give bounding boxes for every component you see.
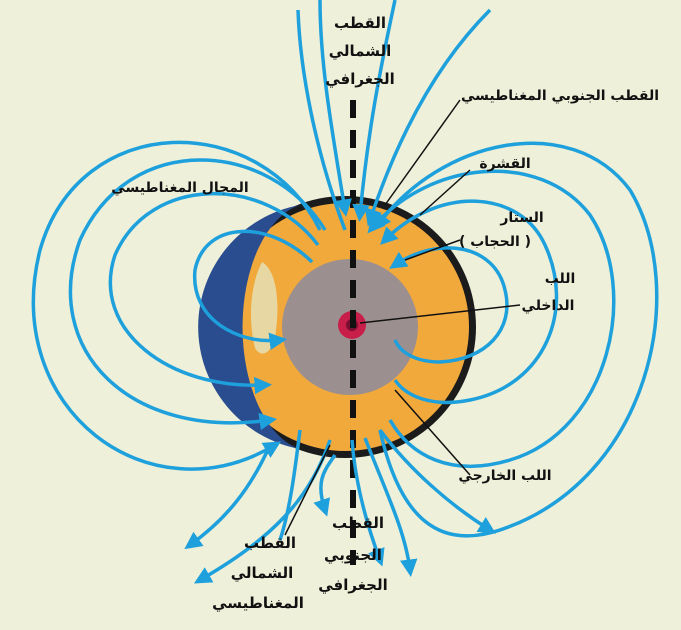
label-mantle-2: ( الحجاب ) (459, 234, 531, 250)
label-geo-south-1: القطب (332, 514, 384, 532)
field-line (200, 440, 330, 580)
label-geo-south-2: الجنوبي (324, 546, 382, 564)
label-inner-core-2: الداخلي (522, 298, 575, 314)
field-line (190, 445, 270, 545)
field-line (360, 0, 395, 215)
earth-cross-section (198, 196, 476, 458)
field-line (352, 440, 380, 560)
label-geo-north-1: القطب (334, 14, 386, 32)
field-line (321, 455, 335, 510)
label-mantle-1: الستار (499, 210, 543, 226)
label-outer-core: اللب الخارجي (458, 468, 551, 484)
label-geo-north-3: الجغرافي (325, 70, 395, 88)
label-mag-north-2: الشمالي (231, 564, 294, 582)
label-magnetic-field: المجال المغناطيسي (111, 180, 248, 196)
label-mag-north-1: القطب (244, 534, 296, 552)
label-magnetic-south-pole: القطب الجنوبي المغناطيسي (461, 88, 659, 104)
label-geo-south-3: الجغرافي (318, 576, 388, 594)
label-inner-core-1: اللب (545, 271, 576, 287)
label-mag-north-3: المغناطيسي (212, 594, 304, 612)
label-geo-north-2: الشمالي (329, 42, 392, 60)
label-crust: القشرة (479, 156, 530, 172)
